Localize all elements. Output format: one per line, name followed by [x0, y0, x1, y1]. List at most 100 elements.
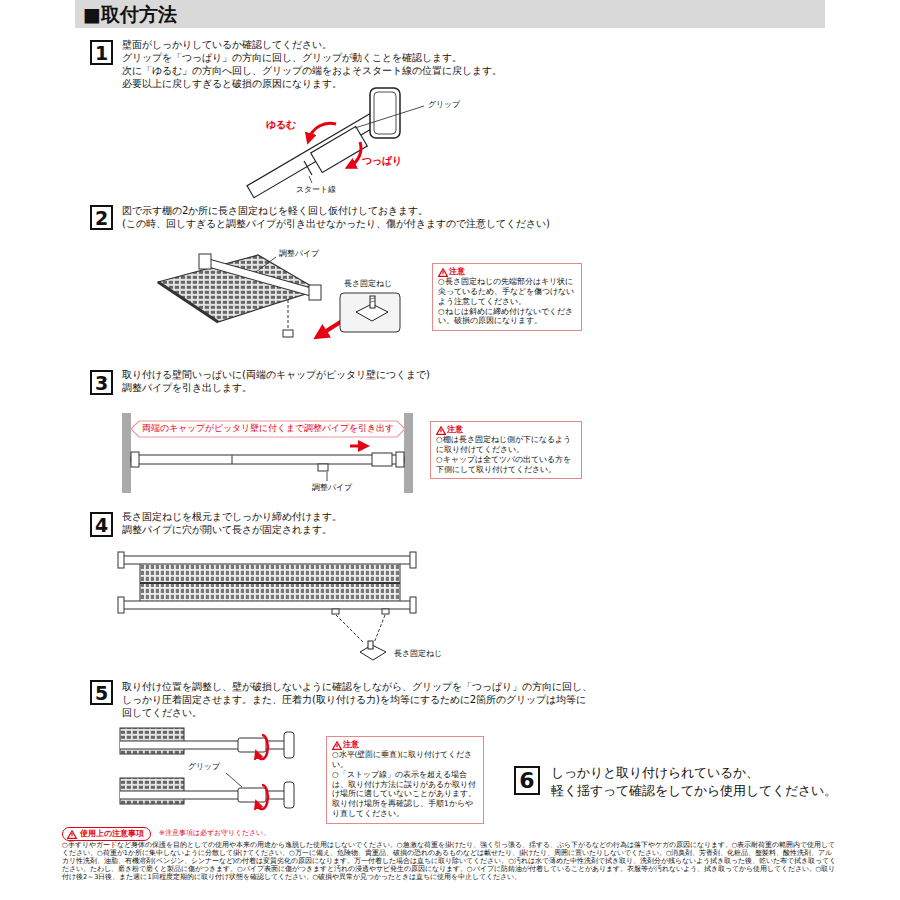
grip-tightening-figure-part: [284, 732, 294, 758]
wall-rod-figure: [122, 413, 413, 493]
part-label: スタート線: [296, 185, 336, 194]
wall-rod-figure-part: [350, 445, 364, 448]
shelf-figure-part: [205, 262, 318, 294]
grip-tightening-figure-part: [257, 735, 268, 759]
shelf-figure-part: [288, 300, 289, 330]
step-instruction: 回してください。: [122, 707, 202, 720]
step-instruction: 軽く揺すって確認をしてから使用してください。: [551, 783, 837, 799]
shelf-front-figure-part: [122, 601, 412, 610]
shelf-front-figure-part: [368, 641, 373, 649]
step-number: 1: [95, 42, 108, 64]
tension-rod-figure-part: [355, 106, 424, 128]
shelf-front-figure-part: [122, 557, 412, 564]
tension-rod-figure-part: [250, 117, 378, 192]
wall-rod-figure-part: [131, 455, 404, 464]
tension-rod-figure-part: [374, 92, 396, 134]
step-instruction: 長さ固定ねじを根元までしっかり締め付けます。: [122, 511, 342, 524]
step-instruction: (この時、回しすぎると調整パイプが引き出せなかったり、傷が付きますので注意してく…: [122, 218, 550, 231]
part-label: 調整パイプ: [279, 249, 319, 258]
grip-tightening-figure: [120, 728, 294, 809]
caution-note: ○水平(壁面に垂直)に取り付けてください。: [332, 750, 478, 770]
wall-rod-figure-part: [122, 413, 131, 493]
title-band: ■取付方法: [75, 0, 825, 28]
caution-heading: 注意: [438, 267, 576, 277]
step-instruction: 取り付け位置を調整し、壁が破損しないように確認をしながら、グリップを「つっぱり」…: [122, 681, 592, 694]
shelf-figure-part: [158, 282, 218, 322]
tension-rod-figure-part: [251, 117, 378, 192]
part-label: グリップ: [188, 762, 220, 771]
warning-icon-mark: [440, 429, 441, 432]
shelf-figure-part: [158, 255, 318, 322]
step-number-box: 6: [514, 766, 540, 795]
part-label: 長さ固定ねじ: [344, 279, 392, 288]
warning-icon-outline: [68, 831, 77, 839]
shelf-front-figure-part: [336, 615, 364, 643]
shelf-front-figure-part: [118, 597, 124, 613]
caution-heading: 注意: [332, 740, 478, 750]
tension-rod-figure-part: [304, 161, 312, 175]
grip-tightening-figure-part: [238, 738, 266, 752]
tension-rod-figure-part: [370, 88, 400, 138]
warning-icon: [438, 268, 448, 277]
shelf-front-figure-part: [122, 602, 412, 609]
grip-tightening-figure-part: [226, 773, 242, 787]
notice-badge: 使用上の注意事項: [62, 827, 151, 841]
notice-heading: 使用上の注意事項: [80, 829, 144, 839]
wall-rod-figure-part: [131, 452, 139, 467]
step-instruction: 必要以上に戻しすぎると破損の原因になります。: [122, 78, 342, 91]
warning-icon-mark: [336, 744, 337, 747]
shelf-figure: [158, 254, 400, 337]
caution-box: 注意○長さ固定ねじの先端部分はキリ状に尖っているため、手などを傷つけないよう注意…: [432, 263, 582, 331]
caution-box: 注意○棚は長さ固定ねじ側が下になるように取り付けてください。○キャップは全てツバ…: [430, 421, 582, 479]
warning-icon-outline: [439, 269, 448, 277]
step-instruction: 図で示す棚の2か所に長さ固定ねじを軽く回し仮付けしておきます。: [122, 205, 428, 218]
caution-note: ○「ストップ線」の表示を超える場合は、取り付け方法に誤りがあるか取り付け場所に適…: [332, 770, 478, 819]
shelf-figure-part: [283, 330, 293, 337]
step-instruction: しっかり圧着固定させます。また、圧着力(取り付ける力)を均等にするために2箇所の…: [122, 694, 586, 707]
step-number-box: 1: [90, 40, 113, 65]
step-number: 2: [95, 207, 108, 229]
shelf-figure-part: [256, 257, 276, 272]
step-instruction: 壁面がしっかりしているか確認してください。: [122, 39, 332, 52]
shelf-figure-part: [309, 285, 321, 300]
step-instruction: グリップを「つっぱり」の方向に回し、グリップが動くことを確認します。: [122, 52, 462, 65]
wall-rod-figure-part: [327, 472, 328, 481]
wall-rod-figure-part: [372, 453, 392, 466]
step-number: 3: [95, 372, 108, 394]
step-instruction: 次に「ゆるむ」の方向へ回し、グリップの端をおよそスタート線の位置に戻します。: [122, 65, 502, 78]
warning-icon-mark: [442, 271, 443, 274]
step-number-box: 4: [90, 512, 113, 537]
part-label: グリップ: [428, 100, 460, 109]
direction-label: つっぱり: [362, 155, 402, 168]
step-number-box: 3: [90, 370, 113, 395]
banner-text: 両端のキャップがピッタリ壁に付くまで調整パイプを引き出す: [142, 423, 394, 435]
shelf-front-figure-part: [118, 552, 124, 568]
warning-icon-outline: [437, 427, 446, 435]
direction-label: ゆるむ: [266, 119, 296, 132]
shelf-front-figure: [118, 552, 416, 660]
warning-icon: [67, 830, 77, 839]
caution-note: ○長さ固定ねじの先端部分はキリ状に尖っているため、手などを傷つけないよう注意して…: [438, 277, 576, 306]
shelf-figure-part: [205, 262, 318, 294]
caution-note: ○キャップは全てツバの出ている方を下側にして取り付けてください。: [436, 455, 576, 475]
step-number-box: 2: [90, 205, 113, 230]
step-instruction: 調整パイプを引き出します。: [122, 382, 252, 395]
caution-heading: 注意: [436, 425, 576, 435]
caution-note: ○棚は長さ固定ねじ側が下になるように取り付けてください。: [436, 435, 576, 455]
step-number: 4: [95, 514, 108, 536]
warning-icon: [332, 741, 342, 750]
instruction-banner: 両端のキャップがピッタリ壁に付くまで調整パイプを引き出す: [130, 420, 406, 438]
notice-paragraph: ○手すりやガードなど身体の保護を目的としての使用や本来の用途から逸脱した使用はし…: [62, 842, 838, 882]
shelf-figure-part: [199, 254, 211, 269]
part-label: 長さ固定ねじ: [394, 649, 442, 658]
step-number: 5: [95, 682, 108, 704]
tension-rod-figure-part: [317, 137, 361, 163]
grip-tightening-figure-part: [257, 785, 268, 809]
tension-rod-figure-part: [309, 123, 336, 139]
tension-rod-figure-part: [350, 142, 361, 166]
warning-icon-mark: [71, 833, 72, 836]
shelf-figure-part: [370, 296, 375, 308]
grip-tightening-figure-part: [238, 788, 266, 802]
banner-outline-shape: [131, 421, 405, 437]
